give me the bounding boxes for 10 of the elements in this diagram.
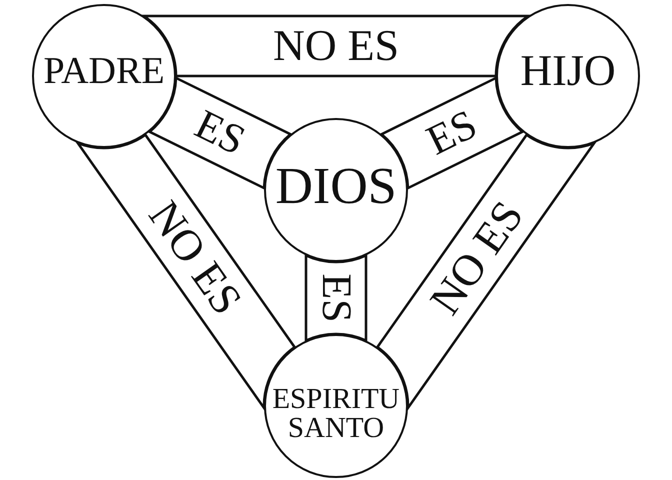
band-connector xyxy=(376,134,596,410)
band-connector xyxy=(148,76,292,190)
node-label: PADRE xyxy=(43,52,165,90)
band-connector xyxy=(380,76,524,190)
node-label: HIJO xyxy=(520,49,616,93)
band-connector xyxy=(142,14,530,78)
band-connector xyxy=(76,134,296,410)
node-label: ESPIRITU SANTO xyxy=(271,385,401,443)
node-label: DIOS xyxy=(275,161,397,213)
band-connector xyxy=(304,254,368,342)
